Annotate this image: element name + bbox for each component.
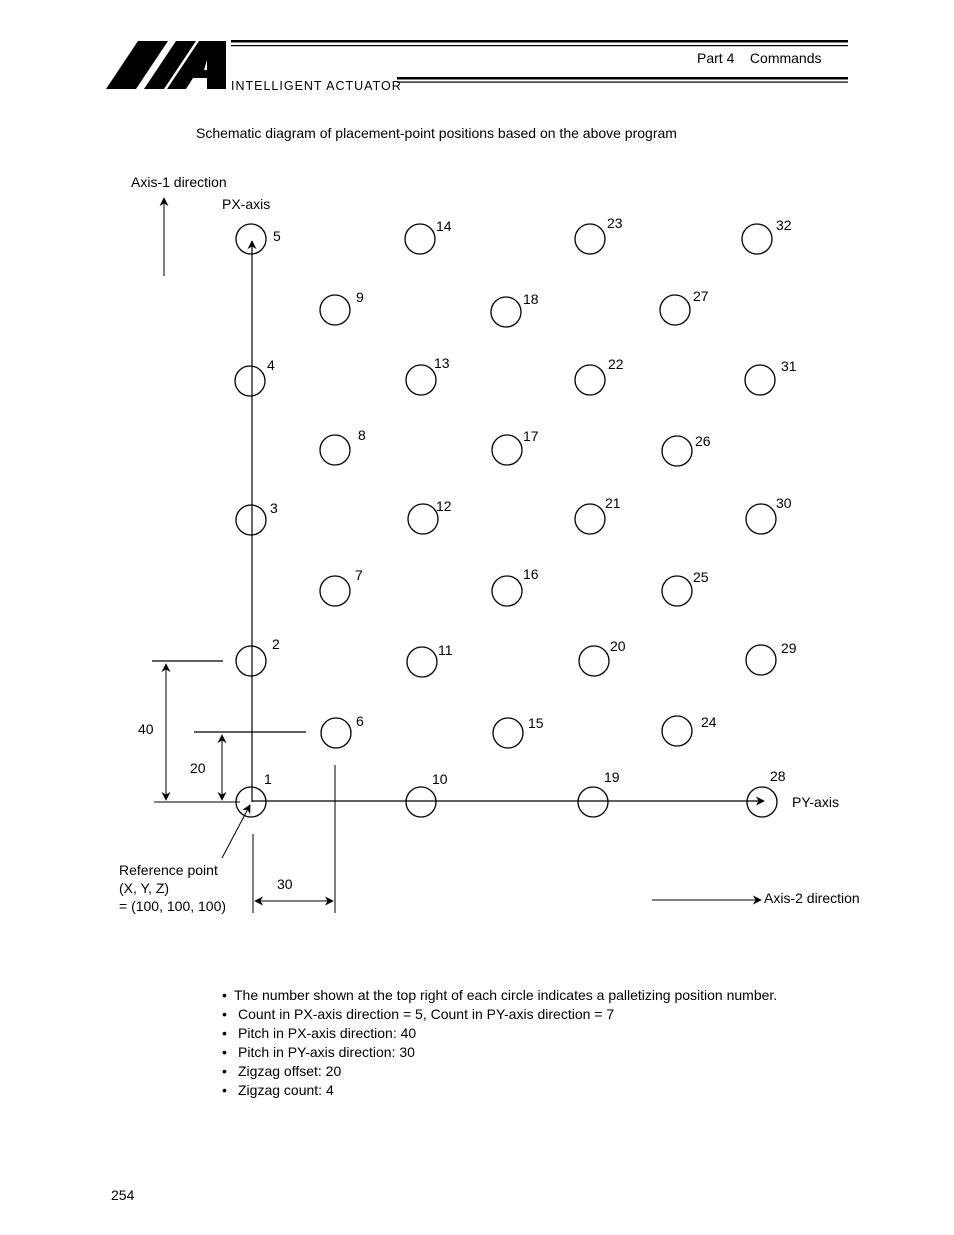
point-number-label: 6 (356, 713, 364, 729)
section-label: Commands (749, 50, 822, 66)
py-axis-label: PY-axis (792, 794, 839, 810)
reference-point-line-2: (X, Y, Z) (119, 880, 169, 896)
placement-point-circle (574, 364, 606, 396)
company-name: INTELLIGENT ACTUATOR (231, 79, 402, 93)
point-number-label: 1 (264, 771, 272, 787)
point-number-label: 12 (436, 498, 452, 514)
dim30-label: 30 (277, 876, 293, 892)
note-item: •Count in PX-axis direction = 5, Count i… (222, 1006, 615, 1022)
axis2-direction-label: Axis-2 direction (764, 890, 860, 906)
point-number-label: 13 (434, 355, 450, 371)
point-number-label: 17 (523, 428, 539, 444)
reference-point-line-1: Reference point (119, 862, 218, 878)
placement-point-circle (407, 503, 439, 535)
notes-list: •The number shown at the top right of ea… (222, 986, 777, 1100)
note-item: •Pitch in PX-axis direction: 40 (222, 1025, 417, 1041)
placement-point-circle (577, 786, 609, 818)
placement-points: 1234567891011121314151617181920212223242… (234, 215, 797, 818)
dim40-label: 40 (138, 721, 154, 737)
point-number-label: 32 (776, 217, 792, 233)
placement-point-circle (406, 646, 438, 678)
point-number-label: 8 (358, 427, 366, 443)
placement-point-circle (578, 645, 610, 677)
placement-point-circle (491, 575, 523, 607)
point-number-label: 21 (605, 495, 621, 511)
placement-point-circle (235, 645, 267, 677)
placement-point-circle (574, 503, 606, 535)
header-section: Part 4 Commands (697, 50, 822, 66)
placement-point-circle (741, 223, 773, 255)
point-number-label: 4 (267, 357, 275, 373)
placement-point-circle (745, 503, 777, 535)
reference-leader-arrow (221, 804, 251, 859)
point-number-label: 2 (272, 636, 280, 652)
point-number-label: 28 (770, 768, 786, 784)
placement-point-circle (235, 786, 267, 818)
point-number-label: 29 (781, 640, 797, 656)
placement-point-circle (659, 294, 691, 326)
header-rule (231, 40, 848, 83)
placement-point-circle (404, 223, 436, 255)
note-item: •Pitch in PY-axis direction: 30 (222, 1044, 415, 1060)
point-number-label: 10 (432, 771, 448, 787)
placement-point-circle (235, 223, 267, 255)
placement-point-circle (234, 365, 266, 397)
reference-point-line-3: = (100, 100, 100) (119, 898, 226, 914)
placement-point-circle (235, 504, 267, 536)
placement-point-circle (405, 364, 437, 396)
point-number-label: 27 (693, 288, 709, 304)
placement-point-circle (661, 575, 693, 607)
note-item: •The number shown at the top right of ea… (222, 987, 778, 1003)
px-axis-label: PX-axis (222, 196, 270, 212)
point-number-label: 24 (701, 714, 717, 730)
point-number-label: 31 (781, 358, 797, 374)
placement-point-circle (491, 434, 523, 466)
placement-point-circle (405, 786, 437, 818)
point-number-label: 26 (695, 433, 711, 449)
diagram-caption: Schematic diagram of placement-point pos… (196, 125, 677, 141)
point-number-label: 16 (523, 566, 539, 582)
note-item: •Zigzag offset: 20 (222, 1063, 342, 1079)
placement-point-circle (661, 435, 693, 467)
header-graphic (106, 40, 848, 89)
point-number-label: 14 (436, 218, 452, 234)
placement-point-circle (661, 715, 693, 747)
placement-point-circle (744, 364, 776, 396)
point-number-label: 18 (523, 291, 539, 307)
point-number-label: 15 (528, 715, 544, 731)
point-number-label: 7 (355, 567, 363, 583)
axis1-direction-label: Axis-1 direction (131, 174, 227, 190)
placement-point-circle (746, 786, 778, 818)
placement-point-circle (320, 717, 352, 749)
point-number-label: 9 (356, 289, 364, 305)
placement-point-circle (319, 434, 351, 466)
placement-point-circle (745, 644, 777, 676)
placement-point-circle (492, 717, 524, 749)
part-label: Part 4 (697, 50, 735, 66)
placement-point-circle (490, 296, 522, 328)
point-number-label: 30 (776, 495, 792, 511)
point-number-label: 20 (610, 638, 626, 654)
point-number-label: 11 (438, 642, 453, 658)
page-number: 254 (111, 1187, 135, 1203)
point-number-label: 19 (604, 769, 620, 785)
point-number-label: 25 (693, 569, 709, 585)
placement-point-circle (319, 575, 351, 607)
point-number-label: 22 (608, 356, 624, 372)
point-number-label: 3 (270, 500, 278, 516)
note-item: •Zigzag count: 4 (222, 1082, 334, 1098)
point-number-label: 5 (273, 228, 281, 244)
placement-point-circle (574, 223, 606, 255)
dim20-label: 20 (190, 760, 206, 776)
point-number-label: 23 (607, 215, 623, 231)
iai-logo (106, 41, 226, 89)
placement-point-circle (319, 294, 351, 326)
